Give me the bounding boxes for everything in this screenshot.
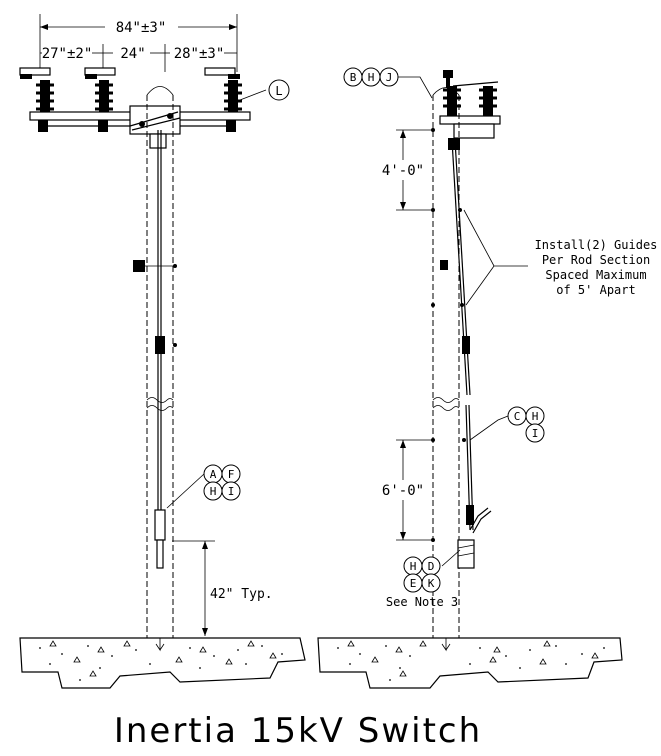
callout-bottom: H D E K See Note 3 (386, 549, 461, 609)
dim-lower-label: 6'-0" (382, 483, 424, 499)
guide-note-line-1: Install(2) Guides (535, 238, 658, 252)
insulator-right (224, 80, 242, 114)
guide-note-line-4: of 5' Apart (556, 283, 635, 297)
pole-right (431, 87, 460, 640)
callout-handle-f: F (228, 468, 235, 481)
drawing-title: Inertia 15kV Switch (114, 711, 482, 751)
left-view: 84"±3" 27"±2" 24" 28"±3" (19, 14, 306, 689)
callout-handle-a: A (210, 468, 217, 481)
callout-mid-h: H (532, 410, 539, 423)
callout-top: B H J (343, 67, 433, 99)
callout-bottom-k: K (428, 577, 435, 590)
sub-dimensions: 27"±2" 24" 28"±3" (40, 44, 237, 72)
callout-mid-c: C (514, 410, 521, 423)
ground-right (317, 637, 623, 689)
dim-left-label: 27"±2" (42, 46, 93, 62)
see-note-label: See Note 3 (386, 595, 458, 609)
dim-upper-label: 4'-0" (382, 163, 424, 179)
callout-handle-h: H (210, 485, 217, 498)
dim-overall-label: 84"±3" (116, 20, 167, 36)
right-view: B H J (317, 67, 658, 689)
dim-middle-label: 24" (120, 46, 145, 62)
dim-handle-label: 42" Typ. (210, 587, 273, 602)
guide-note-line-2: Per Rod Section (542, 253, 650, 267)
callout-top-h: H (368, 71, 375, 84)
callout-handle-i: I (228, 485, 235, 498)
guide-note-line-3: Spaced Maximum (545, 268, 646, 282)
ground-left (19, 637, 306, 689)
dimension-upper: 4'-0" (382, 129, 432, 211)
switch-head-side (439, 70, 501, 150)
dim-right-label: 28"±3" (174, 46, 225, 62)
insulator-left (36, 80, 54, 114)
callout-l: L (239, 79, 290, 101)
pole-left (146, 86, 174, 640)
insulator-middle (95, 80, 113, 114)
callout-mid-i: I (532, 427, 539, 440)
overall-dimension: 84"±3" (39, 14, 238, 72)
callout-top-b: B (350, 71, 357, 84)
callout-l-letter: L (275, 84, 282, 98)
callout-bottom-e: E (410, 577, 417, 590)
operating-rod-left (133, 130, 177, 569)
callout-mid: C H I (469, 406, 545, 443)
callout-bottom-d: D (428, 560, 435, 573)
dimension-lower: 6'-0" (382, 439, 432, 541)
callout-top-j: J (386, 71, 393, 84)
operating-rod-right (451, 139, 492, 569)
handle-height-dimension: 42" Typ. (172, 540, 273, 636)
guide-note: Install(2) Guides Per Rod Section Spaced… (463, 209, 658, 306)
callout-handle: A F H I (166, 464, 241, 509)
crossarm-assembly (19, 67, 251, 149)
callout-bottom-h: H (410, 560, 417, 573)
